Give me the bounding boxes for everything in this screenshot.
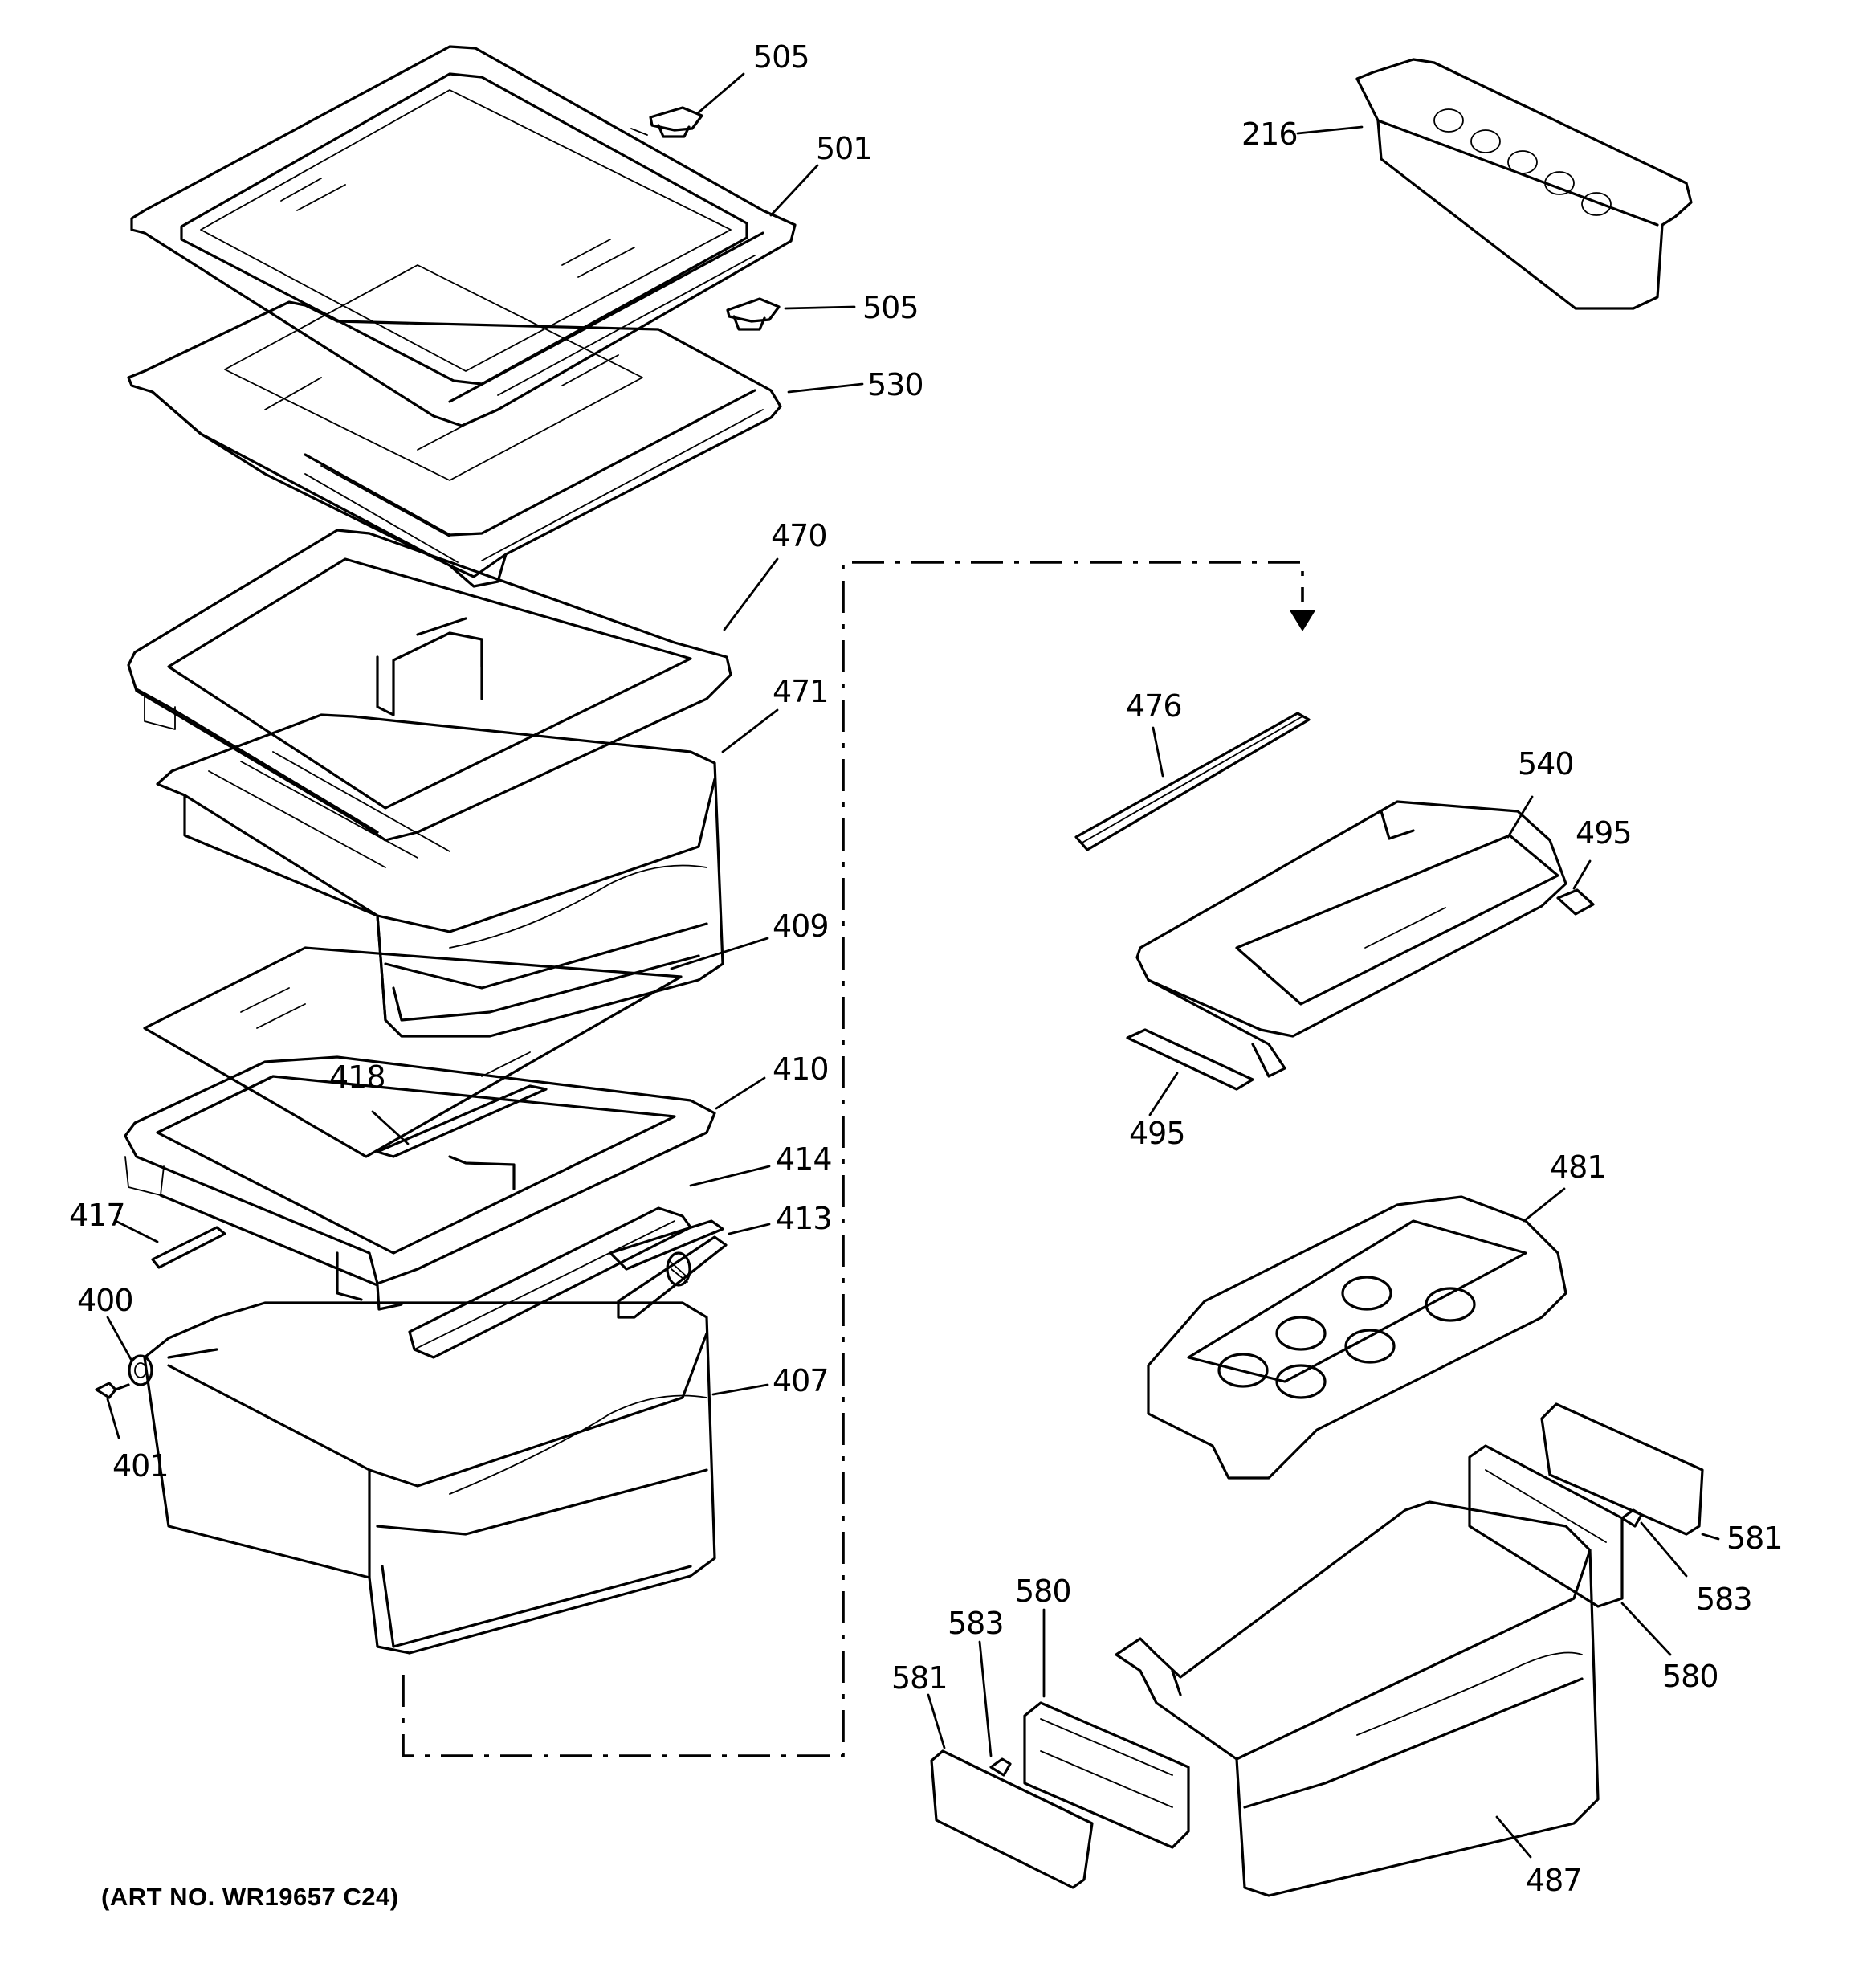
callout-580-left: 580 bbox=[1015, 1574, 1071, 1609]
callout-418: 418 bbox=[329, 1059, 385, 1095]
part-481-tray bbox=[1147, 1195, 1567, 1480]
callout-470: 470 bbox=[771, 518, 827, 553]
part-409-glass-cover bbox=[143, 946, 683, 1158]
part-495-bar-right bbox=[1556, 888, 1595, 916]
part-540-shelf bbox=[1135, 800, 1567, 1078]
callout-407: 407 bbox=[773, 1363, 829, 1398]
callout-413: 413 bbox=[776, 1201, 832, 1236]
callout-501: 501 bbox=[816, 131, 872, 166]
part-414-handle bbox=[408, 1206, 692, 1359]
part-530-shelf-frame bbox=[127, 264, 782, 588]
part-401-screw bbox=[95, 1382, 130, 1399]
part-407-crisper-drawer bbox=[143, 1301, 716, 1655]
assembly-connector-line bbox=[402, 561, 1304, 1757]
callout-476: 476 bbox=[1126, 688, 1182, 724]
part-501-glass-shelf bbox=[130, 45, 797, 427]
callout-414: 414 bbox=[776, 1141, 832, 1177]
callout-410: 410 bbox=[773, 1051, 829, 1087]
part-505-clip-top bbox=[630, 106, 703, 138]
callout-495-lower: 495 bbox=[1129, 1116, 1185, 1151]
part-413-slide bbox=[609, 1219, 728, 1319]
callout-581-right: 581 bbox=[1726, 1521, 1783, 1556]
art-number-caption: (ART NO. WR19657 C24) bbox=[101, 1883, 399, 1911]
part-476-rail bbox=[1074, 712, 1311, 851]
part-581-slide-left bbox=[930, 1749, 1094, 1889]
part-487-pan-drawer bbox=[1115, 1500, 1600, 1897]
part-418-rail bbox=[376, 1084, 548, 1158]
callout-409: 409 bbox=[773, 908, 829, 944]
callout-583-left: 583 bbox=[948, 1606, 1004, 1641]
part-470-crisper-cover bbox=[127, 529, 732, 842]
part-583-screw-left bbox=[989, 1757, 1012, 1777]
callout-471: 471 bbox=[773, 674, 829, 709]
callout-580-right: 580 bbox=[1662, 1659, 1718, 1694]
leader-lines bbox=[106, 72, 1720, 1859]
part-495-bar-lower bbox=[1126, 1028, 1254, 1091]
callout-495-right: 495 bbox=[1576, 815, 1632, 851]
part-580-bracket-left bbox=[1023, 1701, 1190, 1849]
callout-401: 401 bbox=[112, 1448, 169, 1484]
part-216-bin bbox=[1355, 58, 1693, 310]
callout-400: 400 bbox=[77, 1283, 133, 1318]
callout-583-right: 583 bbox=[1696, 1582, 1752, 1617]
connector-arrowhead bbox=[1290, 610, 1315, 631]
callout-505-middle: 505 bbox=[862, 290, 919, 325]
callout-540: 540 bbox=[1518, 746, 1574, 782]
part-417-rod bbox=[151, 1226, 226, 1269]
callout-505-top: 505 bbox=[753, 39, 809, 75]
callout-481: 481 bbox=[1550, 1149, 1606, 1185]
callout-417: 417 bbox=[69, 1198, 125, 1233]
callout-216: 216 bbox=[1241, 116, 1298, 152]
callout-530: 530 bbox=[867, 367, 923, 402]
part-410-crisper-frame bbox=[124, 1055, 716, 1311]
callout-487: 487 bbox=[1526, 1863, 1582, 1898]
part-505-clip-middle bbox=[726, 297, 781, 331]
part-471-crisper-drawer bbox=[156, 713, 724, 1038]
callout-581-left: 581 bbox=[891, 1660, 948, 1696]
callout-labels: 505 501 505 530 216 470 471 409 418 410 … bbox=[69, 39, 1784, 1898]
part-581-slide-right bbox=[1540, 1402, 1704, 1536]
part-580-bracket-right bbox=[1468, 1444, 1624, 1608]
